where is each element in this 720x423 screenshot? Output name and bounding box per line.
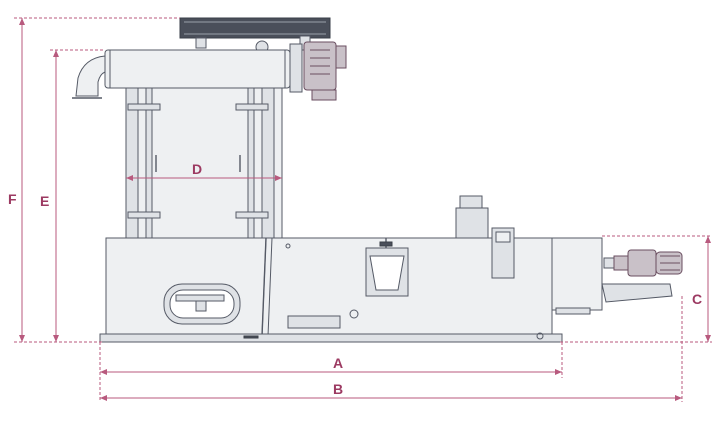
inlet-elbow	[72, 55, 106, 99]
top-drive-motor	[303, 41, 347, 101]
dimension-label-b: B	[333, 381, 343, 397]
dimension-lines	[14, 17, 712, 402]
auxiliary-gearbox	[455, 195, 515, 279]
dimension-label-a: A	[333, 355, 343, 371]
dimension-label-d: D	[192, 161, 202, 177]
vertical-column	[125, 87, 283, 239]
right-drive-section	[551, 237, 683, 315]
main-base-housing	[99, 237, 563, 343]
top-cylinder	[104, 43, 303, 93]
dimension-label-f: F	[8, 191, 17, 207]
dimension-label-c: C	[692, 291, 702, 307]
discharge-chute	[365, 238, 409, 297]
dimension-label-e: E	[40, 193, 49, 209]
